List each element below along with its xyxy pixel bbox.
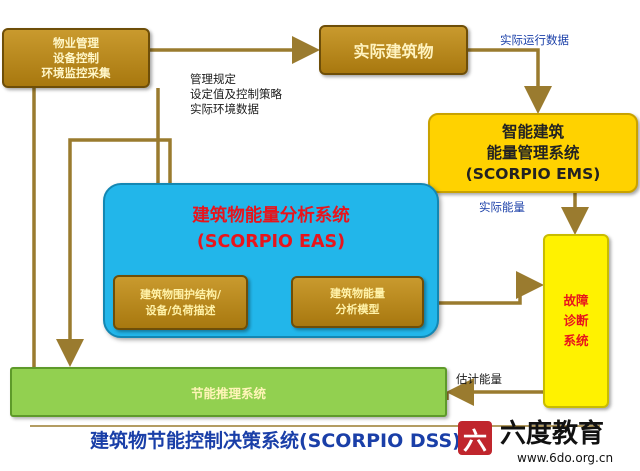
actual-operating-data-label: 实际运行数据 xyxy=(500,33,569,47)
logo-text: 六度教育 xyxy=(500,419,605,449)
arrow-feedback-to-reasoning xyxy=(56,138,172,367)
model-line-2: 分析模型 xyxy=(335,303,380,316)
logo-url: www.6do.org.cn xyxy=(517,451,614,465)
fault-line-1: 故障 xyxy=(563,293,589,308)
eas-title-line-2: (SCORPIO EAS) xyxy=(196,232,346,252)
ems-line-3: (SCORPIO EMS) xyxy=(465,164,601,183)
fault-diagnosis-box: 故障 诊断 系统 xyxy=(543,234,609,408)
envelope-line-2: 设备/负荷描述 xyxy=(145,303,216,317)
model-line-1: 建筑物能量 xyxy=(330,287,385,300)
management-label: 管理规定 设定值及控制策略 实际环境数据 xyxy=(190,72,282,117)
actual-building-box: 实际建筑物 xyxy=(319,25,468,75)
ems-line-2: 能量管理系统 xyxy=(486,143,580,162)
mgmt-line-2: 设定值及控制策略 xyxy=(190,87,282,101)
energy-model-box: 建筑物能量 分析模型 xyxy=(291,276,424,328)
ems-box: 智能建筑 能量管理系统 (SCORPIO EMS) xyxy=(428,113,638,193)
property-line-2: 设备控制 xyxy=(53,50,99,65)
estimated-energy-label: 估计能量 xyxy=(456,372,502,386)
property-line-1: 物业管理 xyxy=(53,35,99,50)
mgmt-line-1: 管理规定 xyxy=(190,72,236,86)
arrow-building-to-ems xyxy=(468,48,552,114)
building-label: 实际建筑物 xyxy=(353,42,434,61)
eas-title: 建筑物能量分析系统 (SCORPIO EAS) xyxy=(105,203,437,255)
property-management-box: 物业管理 设备控制 环境监控采集 xyxy=(2,28,150,88)
diagram-title: 建筑物节能控制决策系统(SCORPIO DSS) xyxy=(90,430,461,452)
mgmt-line-3: 实际环境数据 xyxy=(190,102,259,116)
fault-line-3: 系统 xyxy=(563,333,589,348)
envelope-line-1: 建筑物围护结构/ xyxy=(139,287,222,301)
logo-icon: 六 xyxy=(458,421,492,455)
property-line-3: 环境监控采集 xyxy=(41,65,111,80)
eas-title-line-1: 建筑物能量分析系统 xyxy=(192,206,350,226)
envelope-description-box: 建筑物围护结构/ 设备/负荷描述 xyxy=(113,275,248,330)
energy-reasoning-box: 节能推理系统 xyxy=(10,367,447,417)
actual-energy-label: 实际能量 xyxy=(479,200,525,214)
arrow-model-to-fault xyxy=(424,271,544,305)
fault-line-2: 诊断 xyxy=(563,313,589,328)
reasoning-label: 节能推理系统 xyxy=(190,385,266,401)
ems-line-1: 智能建筑 xyxy=(501,122,564,141)
